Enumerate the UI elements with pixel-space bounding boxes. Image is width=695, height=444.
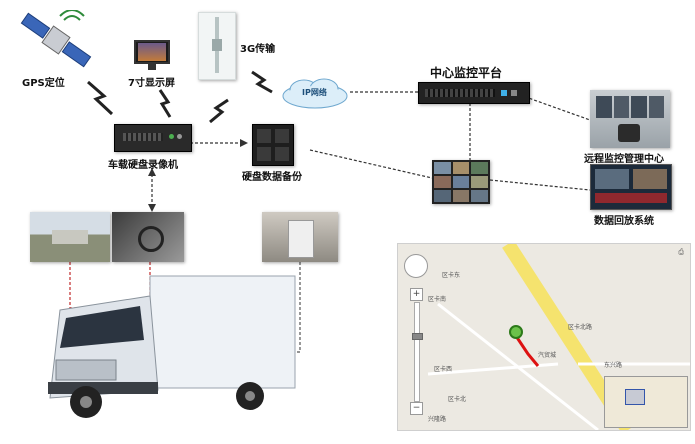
- recorder-up-arrow: [148, 168, 156, 176]
- recorder-to-backup-arrow: [240, 139, 248, 147]
- map-zoom-out-button[interactable]: −: [410, 402, 423, 415]
- display-lightning-icon: [158, 89, 172, 118]
- backup-storage-icon: [252, 124, 294, 166]
- map-zoom-thumb[interactable]: [412, 333, 423, 340]
- truck-windshield: [60, 306, 144, 348]
- map-place-7: 东兴路: [604, 362, 623, 369]
- ip-lightning-icon: [251, 70, 273, 94]
- dvr-recorder-icon: [114, 124, 192, 152]
- backup-to-screens-line: [309, 149, 433, 179]
- ip-network-cloud-icon: [280, 76, 350, 110]
- map-place-4: 区卡北: [448, 396, 467, 403]
- remote-center-label: 远程监控管理中心: [584, 154, 664, 165]
- remote-center-photo: [590, 90, 670, 148]
- map-place-8: 兴隆路: [428, 416, 447, 423]
- vehicle-marker-icon[interactable]: [509, 325, 523, 339]
- 3g-label: 3G传输: [240, 44, 276, 55]
- truck-illustration: [48, 275, 296, 418]
- map-place-3: 区卡西: [434, 366, 453, 373]
- playback-label: 数据回放系统: [594, 216, 654, 227]
- map-place-1: 区卡东: [442, 272, 461, 279]
- platform-label: 中心监控平台: [430, 66, 503, 80]
- map-print-icon[interactable]: ⎙: [678, 248, 684, 256]
- camera-down-arrow: [148, 204, 156, 212]
- display-monitor-icon: [134, 40, 170, 70]
- map-pan-control[interactable]: [404, 254, 428, 278]
- front-hubcap: [80, 396, 92, 408]
- front-camera-photo: [30, 212, 110, 262]
- screens-to-playback-line: [489, 179, 591, 191]
- map-place-6: 区卡北路: [568, 324, 593, 331]
- truck-grille: [55, 359, 117, 381]
- map-place-2: 区卡南: [428, 296, 447, 303]
- map-zoom-in-button[interactable]: +: [410, 288, 423, 301]
- platform-to-remote-line: [519, 94, 591, 121]
- display-label: 7寸显示屏: [128, 78, 175, 89]
- cloud-svg: [282, 78, 348, 109]
- satellite-svg: [20, 9, 92, 68]
- playback-system-screen: [590, 164, 672, 210]
- map-place-5: 汽贸城: [538, 352, 557, 359]
- cabin-camera-photo: [112, 212, 184, 262]
- ip-network-label: IP网络: [302, 88, 327, 97]
- overview-viewport[interactable]: [625, 389, 645, 405]
- recorder-label: 车载硬盘录像机: [108, 160, 178, 171]
- truck-cargo-box: [149, 275, 296, 389]
- 3g-antenna-icon: [198, 12, 236, 80]
- backup-label: 硬盘数据备份: [242, 172, 302, 183]
- truck-bumper: [48, 382, 158, 394]
- map-track-line: [514, 335, 540, 367]
- gps-map[interactable]: ⎙ + − 区卡东 区卡南 区卡西 区卡北 汽贸城 区卡北路 东兴路 兴隆路: [397, 243, 691, 431]
- platform-server-rack: [418, 82, 530, 104]
- gps-satellite-icon: [16, 9, 96, 70]
- gps-lightning-icon: [87, 80, 114, 116]
- gps-label: GPS定位: [22, 78, 65, 89]
- map-zoom-slider[interactable]: [412, 302, 423, 402]
- map-overview-inset[interactable]: [604, 376, 688, 428]
- rear-hubcap: [245, 391, 255, 401]
- video-wall-screens: [432, 160, 490, 204]
- 3g-lightning-icon: [209, 98, 229, 124]
- cargo-camera-photo: [262, 212, 338, 262]
